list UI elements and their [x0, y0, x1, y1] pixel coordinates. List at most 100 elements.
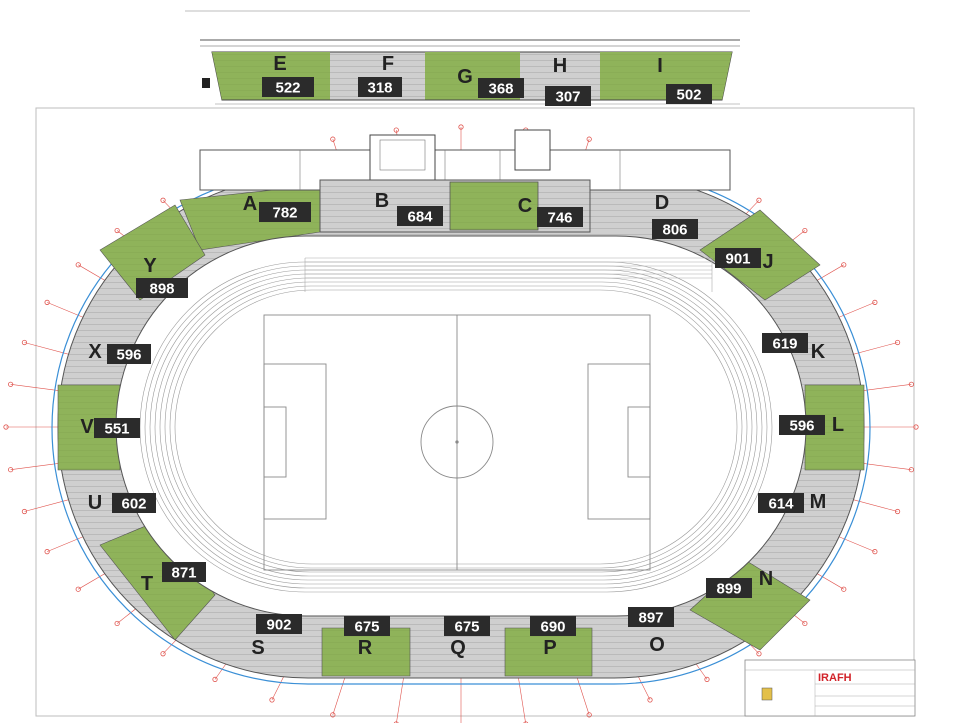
capacity-value: 899	[716, 581, 741, 598]
football-pitch	[263, 314, 651, 571]
capacity-box	[344, 616, 390, 636]
grid-marker	[756, 197, 762, 203]
capacity-box	[94, 418, 140, 438]
grid-marker	[841, 586, 847, 592]
capacity-box	[537, 207, 583, 227]
sector-u[interactable]: U 602	[88, 492, 156, 514]
capacity-box	[545, 86, 591, 106]
grid-marker	[458, 124, 464, 130]
goal-area-right	[627, 406, 651, 478]
sector-letter: D	[655, 192, 669, 214]
grid-marker	[160, 197, 166, 203]
centre-spot	[455, 440, 459, 444]
sector-letter: I	[657, 55, 663, 77]
capacity-box	[397, 206, 443, 226]
sector-letter: M	[810, 491, 827, 513]
sector-letter: N	[759, 568, 773, 590]
capacity-value: 898	[149, 281, 174, 298]
capacity-value: 602	[121, 496, 146, 513]
capacity-value: 596	[116, 347, 141, 364]
capacity-value: 675	[454, 619, 479, 636]
grid-marker	[3, 424, 9, 430]
green-sector-area	[99, 204, 206, 301]
grid-marker	[802, 227, 808, 234]
grid-marker	[75, 586, 81, 592]
grid-marker	[330, 712, 336, 718]
capacity-box	[628, 607, 674, 627]
capacity-box	[530, 616, 576, 636]
sector-h[interactable]: H 307	[545, 55, 591, 106]
grid-marker	[908, 467, 914, 473]
sector-i[interactable]: I 502	[657, 55, 712, 104]
green-sector-area	[99, 519, 216, 641]
capacity-box	[715, 248, 761, 268]
capacity-box	[779, 415, 825, 435]
grid-marker	[160, 651, 166, 657]
capacity-box	[162, 562, 206, 582]
sector-letter: Y	[143, 255, 157, 277]
grid-marker	[44, 299, 50, 305]
green-sector-overlays	[57, 184, 865, 677]
title-block: IRAFH	[744, 659, 916, 717]
sector-a[interactable]: A 782	[243, 193, 311, 222]
capacity-value: 619	[772, 336, 797, 353]
sector-n[interactable]: N 899	[706, 568, 773, 598]
capacity-box	[758, 493, 804, 513]
grid-marker	[393, 127, 399, 133]
sector-j[interactable]: J 901	[715, 248, 774, 273]
sector-y[interactable]: Y 898	[136, 255, 188, 298]
sector-letter: U	[88, 492, 102, 514]
capacity-box	[358, 77, 402, 97]
grid-marker	[114, 227, 120, 234]
capacity-value: 901	[725, 251, 750, 268]
centre-circle	[420, 405, 494, 479]
capacity-box	[112, 493, 156, 513]
sector-letter: O	[649, 634, 665, 656]
grid-marker	[21, 508, 28, 515]
grid-marker	[647, 697, 653, 703]
sector-m[interactable]: M 614	[758, 491, 826, 513]
capacity-value: 307	[555, 89, 580, 106]
title-block-logo: IRAFH	[818, 672, 852, 684]
grid-marker	[894, 339, 901, 346]
capacity-box	[706, 578, 752, 598]
grid-marker	[330, 136, 336, 142]
capacity-box	[259, 202, 311, 222]
capacity-value: 614	[768, 496, 794, 513]
capacity-value: 782	[272, 205, 297, 222]
sprint-straight	[304, 257, 713, 292]
drawing-frame-main	[35, 107, 915, 717]
sector-letter: G	[457, 66, 473, 88]
capacity-box	[262, 77, 314, 97]
grid-marker	[841, 262, 847, 268]
sector-letter: H	[553, 55, 567, 77]
capacity-value: 596	[789, 418, 814, 435]
capacity-box	[666, 84, 712, 104]
goal-area-left	[263, 406, 287, 478]
grid-marker	[75, 262, 81, 268]
sector-letter: A	[243, 193, 257, 215]
grid-marker	[393, 721, 399, 723]
grid-marker	[269, 697, 275, 703]
sector-letter: F	[382, 53, 394, 75]
sector-letter: J	[762, 251, 773, 273]
capacity-value: 502	[676, 87, 701, 104]
